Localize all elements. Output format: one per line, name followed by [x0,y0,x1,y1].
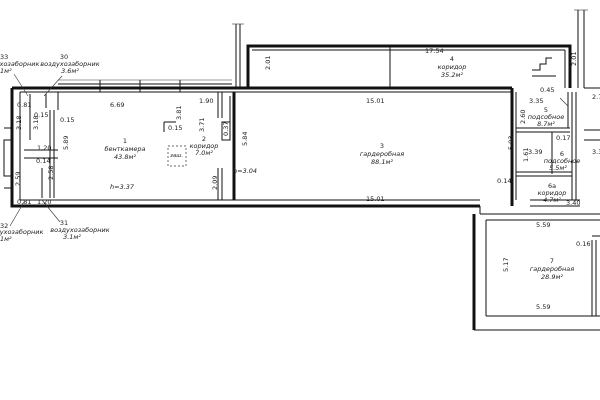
svg-text:3.40: 3.40 [566,199,580,207]
svg-text:28.9м²: 28.9м² [541,273,563,281]
svg-text:h=3.37: h=3.37 [110,183,135,191]
room-label-6: 6 подсобное 5.5м² [544,150,581,172]
svg-text:подсобное: подсобное [528,113,565,121]
svg-text:4.7м²: 4.7м² [543,196,561,204]
svg-text:2.60: 2.60 [519,110,527,124]
svg-text:43.8м²: 43.8м² [114,153,136,161]
svg-text:0.81: 0.81 [17,101,31,109]
room-label-32: 32 воздухозаборник 1м² [0,201,43,243]
svg-text:6а: 6а [548,182,556,190]
svg-text:0.37: 0.37 [222,122,230,136]
svg-text:0.15: 0.15 [34,111,48,119]
svg-text:воздухозаборник: воздухозаборник [0,228,43,236]
svg-text:3.81: 3.81 [175,106,183,120]
svg-text:3: 3 [380,142,384,150]
svg-text:0.14: 0.14 [497,177,511,185]
room-label-30: 30 воздухозаборник 3.6м² [40,53,100,97]
svg-text:1.20: 1.20 [37,144,51,152]
svg-text:гардеробная: гардеробная [360,150,404,158]
svg-text:гардеробная: гардеробная [530,265,574,273]
svg-text:5.59: 5.59 [536,303,550,311]
svg-text:0.45: 0.45 [540,86,554,94]
svg-text:5.17: 5.17 [502,258,510,272]
svg-text:0.15: 0.15 [60,116,74,124]
svg-text:7.0м²: 7.0м² [195,149,213,157]
svg-text:5: 5 [544,106,548,114]
svg-text:7: 7 [550,257,554,265]
svg-text:3.1м²: 3.1м² [63,233,81,241]
svg-text:подсобное: подсобное [544,157,581,165]
svg-text:2.09: 2.09 [211,176,219,190]
room-label-4: 4 коридор 35.2м² [438,55,467,79]
room-label-7: 7 гардеробная 28.9м² [530,257,574,281]
svg-text:5.5м²: 5.5м² [549,164,567,172]
svg-text:2.01: 2.01 [570,52,578,66]
svg-text:32: 32 [0,222,8,230]
svg-text:воздухозаборник: воздухозаборник [0,60,39,68]
svg-text:15.01: 15.01 [366,195,385,203]
svg-text:0.16: 0.16 [576,240,590,248]
room-7-outline [472,213,600,331]
svg-text:1м²: 1м² [0,67,12,75]
svg-text:бенткамера: бенткамера [105,145,146,153]
svg-text:2.58: 2.58 [47,166,55,180]
corridor-4-outline [232,9,588,88]
svg-text:3.18: 3.18 [15,116,23,130]
svg-text:33: 33 [0,53,8,61]
svg-text:0.14: 0.14 [36,157,50,165]
svg-text:17.54: 17.54 [425,47,444,55]
room-label-3: 3 гардеробная 88.1м² [360,142,404,166]
svg-text:6.69: 6.69 [110,101,124,109]
svg-text:31: 31 [60,219,68,227]
svg-text:3.71: 3.71 [198,118,206,132]
room-label-33: 33 воздухозаборник 1м² [0,53,39,97]
svg-text:заш.: заш. [170,153,183,159]
svg-text:0.15: 0.15 [168,124,182,132]
main-walls [3,79,512,214]
svg-text:0.81: 0.81 [17,198,31,206]
svg-text:коридор: коридор [438,63,467,71]
svg-text:2.59: 2.59 [14,172,22,186]
svg-text:коридор: коридор [538,189,567,197]
svg-text:коридор: коридор [190,142,219,150]
svg-text:2: 2 [202,135,206,143]
svg-text:6: 6 [560,150,564,158]
right-rooms [510,87,600,207]
svg-text:2.7: 2.7 [592,93,600,101]
svg-text:30: 30 [60,53,68,61]
svg-text:воздухозаборник: воздухозаборник [40,60,99,68]
svg-text:1.20: 1.20 [37,198,51,206]
svg-text:8.7м²: 8.7м² [537,120,555,128]
svg-text:3.35: 3.35 [529,97,543,105]
room-label-31: 31 воздухозаборник 3.1м² [41,199,110,241]
svg-text:5.89: 5.89 [62,136,70,150]
svg-text:воздухозаборник: воздухозаборник [50,226,109,234]
svg-text:5.84: 5.84 [241,132,249,146]
room-label-2: 2 коридор 7.0м² [190,135,219,157]
svg-text:35.2м²: 35.2м² [441,71,463,79]
room-label-5: 5 подсобное 8.7м² [528,106,565,128]
svg-text:3.18: 3.18 [32,116,40,130]
svg-text:2.01: 2.01 [264,56,272,70]
room-label-1: 1 бенткамера 43.8м² [105,137,146,161]
svg-text:1м²: 1м² [0,235,12,243]
svg-text:3.6м²: 3.6м² [61,67,79,75]
svg-text:5.59: 5.59 [536,221,550,229]
svg-text:0.17: 0.17 [556,134,570,142]
svg-text:1: 1 [123,137,127,145]
height-labels: h=3.37 h=3.04 заш. [110,153,257,191]
svg-text:4: 4 [450,55,454,63]
room-label-6a: 6а коридор 4.7м² [538,182,567,204]
svg-text:h=3.04: h=3.04 [233,167,257,175]
svg-text:88.1м²: 88.1м² [371,158,393,166]
svg-text:1.90: 1.90 [199,97,213,105]
svg-text:15.01: 15.01 [366,97,385,105]
svg-text:3.39: 3.39 [528,148,542,156]
svg-text:5.93: 5.93 [507,136,515,150]
svg-text:1.61: 1.61 [522,148,530,162]
dimension-labels: 17.54 2.01 2.01 0.45 6.69 1.90 15.01 15.… [14,47,600,311]
svg-text:3.3: 3.3 [592,148,600,156]
